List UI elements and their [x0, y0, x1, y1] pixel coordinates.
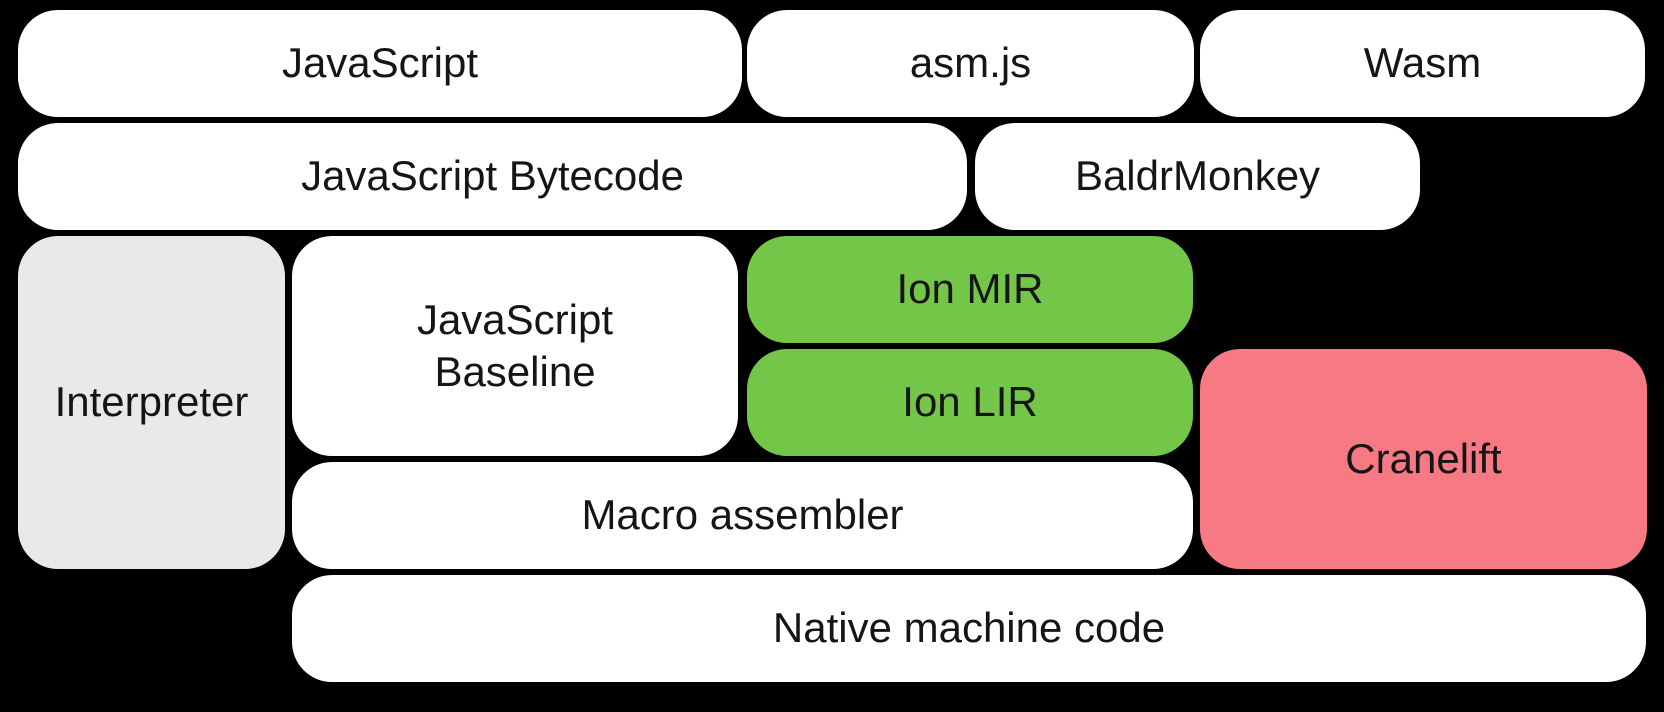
- box-javascript: JavaScript: [18, 10, 742, 117]
- box-wasm: Wasm: [1200, 10, 1645, 117]
- box-asmjs: asm.js: [747, 10, 1194, 117]
- box-interpreter: Interpreter: [18, 236, 285, 569]
- box-cranelift: Cranelift: [1200, 349, 1647, 569]
- box-javascript-bytecode: JavaScript Bytecode: [18, 123, 967, 230]
- box-ion-mir: Ion MIR: [747, 236, 1193, 343]
- box-native-machine-code: Native machine code: [292, 575, 1646, 682]
- box-macro-assembler: Macro assembler: [292, 462, 1193, 569]
- box-javascript-baseline: JavaScript Baseline: [292, 236, 738, 456]
- box-ion-lir: Ion LIR: [747, 349, 1193, 456]
- box-baldrmonkey: BaldrMonkey: [975, 123, 1420, 230]
